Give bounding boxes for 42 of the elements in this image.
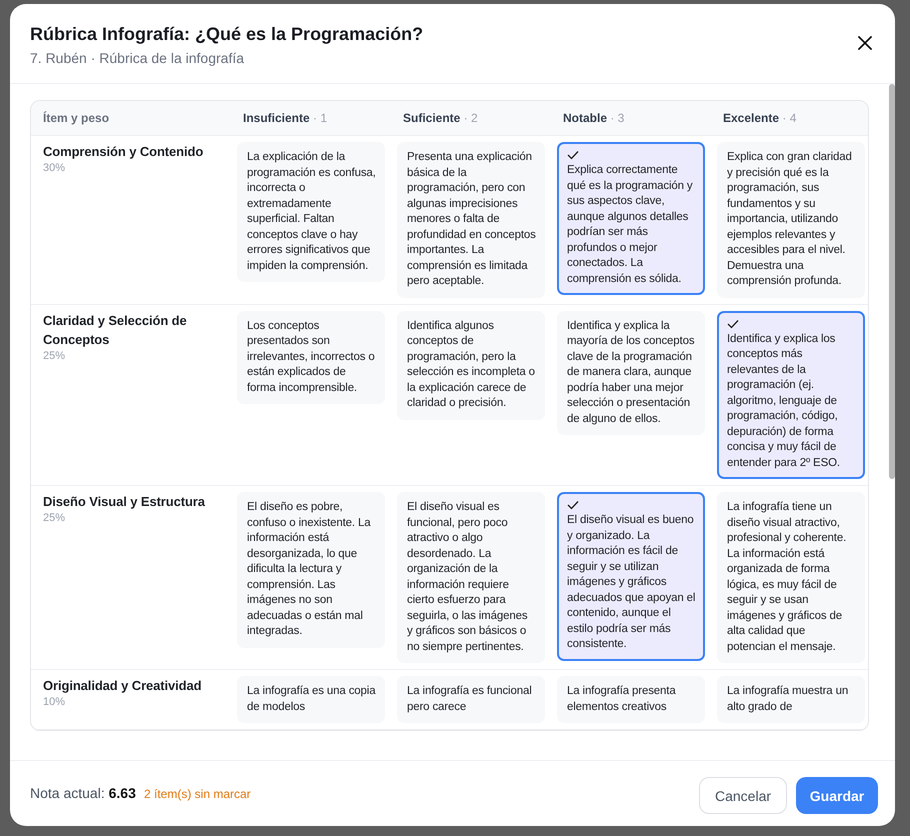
criterion-weight: 30% bbox=[43, 162, 66, 174]
cancel-button: Cancelar bbox=[699, 777, 787, 814]
criterion-weight: 25% bbox=[43, 512, 66, 524]
level-score: · 3 bbox=[609, 111, 624, 125]
column-header: Insuficiente bbox=[243, 111, 310, 125]
criterion-weight: 10% bbox=[43, 696, 66, 708]
level-card: La infografía muestra un alto grado de bbox=[717, 676, 865, 723]
criterion-name: Originalidad y Creatividad bbox=[43, 677, 202, 695]
level-card: El diseño visual es funcional, pero poco atractivo o algo desordenado. La organización de la información requiere cierto esfuerzo para seguirla, o las imágenes y gráficos son básicos o no siempre pertinentes. bbox=[397, 492, 545, 663]
save-button: Guardar bbox=[796, 777, 878, 814]
level-card: Los conceptos presentados son irrelevantes, incorrectos o están explicados de forma incomprensible. bbox=[237, 310, 385, 404]
unmarked-warning: 2 ítem(s) sin marcar bbox=[144, 787, 251, 801]
selected-level-card bbox=[557, 142, 705, 295]
level-card: Explica con gran claridad y precisión qué es la programación, sus fundamentos y su importancia, utilizando ejemplos relevantes y accesibles para el nivel. Demuestra una comprensión profunda. bbox=[717, 142, 865, 298]
level-score: · 4 bbox=[781, 111, 796, 125]
criterion-weight: 25% bbox=[43, 350, 66, 362]
dialog-subtitle: 7. Rubén · Rúbrica de la infografía bbox=[30, 50, 244, 66]
level-card: La infografía presenta elementos creativos bbox=[557, 676, 705, 723]
criterion-name: Diseño Visual y Estructura bbox=[43, 493, 206, 511]
level-description: El diseño visual es bueno y organizado. La información es fácil de seguir y se utilizan imágenes y gráficos adecuados que apoyan el contenido, aunque el estilo podría ser más consistente. bbox=[567, 513, 696, 652]
level-score: · 2 bbox=[462, 111, 478, 125]
level-card: El diseño es pobre, confuso o inexistente. La información está desorganizada, lo que dificulta la lectura y comprensión. Las imágenes no son adecuadas o están mal integradas. bbox=[237, 492, 385, 648]
level-card: Identifica y explica la mayoría de los conceptos clave de la programación de manera clara, aunque podría haber una mejor selección o presentación de alguno de ellos. bbox=[557, 310, 705, 435]
column-header: Excelente bbox=[723, 111, 780, 125]
level-card: Presenta una explicación básica de la programación, pero con algunas imprecisiones menores o falta de profundidad en conceptos importantes. La comprensión es limitada pero aceptable. bbox=[397, 142, 545, 298]
level-card: La infografía es una copia de modelos bbox=[237, 676, 385, 723]
level-description: Identifica y explica los conceptos más relevantes de la programación (ej. algoritmo, lenguaje de programación, código, depuración) de forma concisa y muy fácil de entender para 2º ESO. bbox=[727, 332, 841, 470]
level-card: La infografía es funcional pero carece bbox=[397, 676, 545, 723]
current-grade: Nota actual: 6.63 bbox=[30, 785, 136, 801]
level-card: La explicación de la programación es confusa, incorrecta o extremadamente superficial. Faltan conceptos clave o hay errores significativos que impiden la comprensión. bbox=[237, 142, 385, 282]
column-header: Notable bbox=[563, 111, 608, 125]
level-card: La infografía tiene un diseño visual atractivo, profesional y coherente. La información está organizada de forma lógica, es muy fácil de seguir y se usan imágenes y gráficos de alta calidad que potencian el mensaje. bbox=[717, 492, 865, 663]
selected-level-card bbox=[717, 310, 865, 479]
criterion-name: Comprensión y Contenido bbox=[43, 143, 204, 161]
dialog-title: Rúbrica Infografía: ¿Qué es la Programación? bbox=[30, 24, 424, 45]
column-header: Ítem y peso bbox=[43, 111, 110, 125]
level-card: Identifica algunos conceptos de programación, pero la selección es incompleta o la explicación carece de claridad o precisión. bbox=[397, 310, 545, 420]
selected-level-card bbox=[557, 492, 705, 660]
criterion-name: Claridad y Selección de Conceptos bbox=[43, 312, 188, 348]
level-score: · 1 bbox=[312, 111, 328, 125]
column-header: Suficiente bbox=[403, 111, 460, 125]
level-description: Explica correctamente qué es la programación y sus aspectos clave, aunque algunos detalles podrían ser más profundos o mejor conectados. La comprensión es sólida. bbox=[567, 163, 694, 286]
